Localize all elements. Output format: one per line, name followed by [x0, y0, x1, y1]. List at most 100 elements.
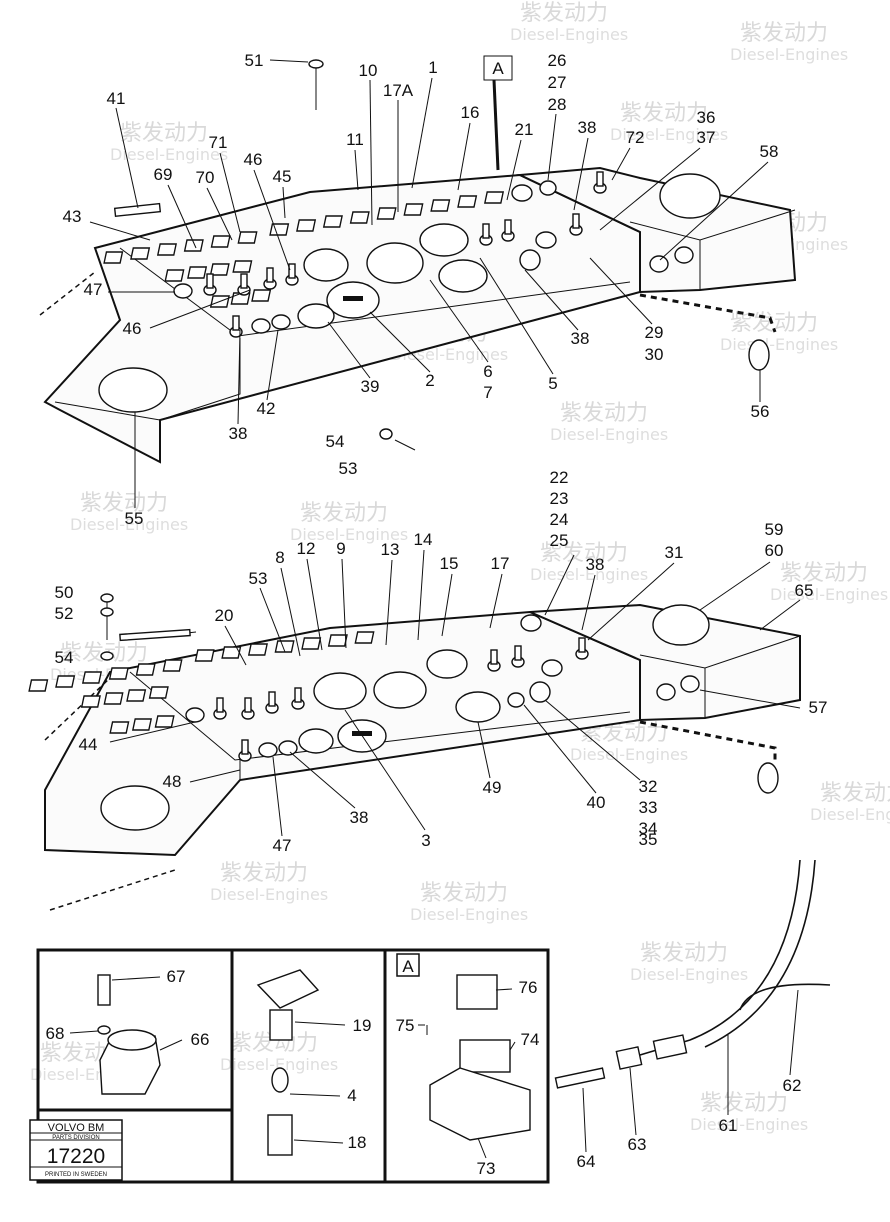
toggle-switch [501, 219, 515, 242]
middle-instrument-panel [28, 593, 801, 911]
watermark-subtext: Diesel-Engines [210, 885, 328, 904]
switch-button [164, 269, 185, 282]
callout-51: 51 [245, 51, 264, 70]
callout-48: 48 [163, 772, 182, 791]
toggle-switch [479, 223, 493, 246]
top-toggle-switches [203, 171, 607, 338]
watermark-subtext: Diesel-Engines [70, 515, 188, 534]
switch-button [210, 235, 231, 248]
callout-45: 45 [273, 167, 292, 186]
switch-button [327, 634, 348, 647]
callouts-bottom-group: 67 68 66 19 4 18 A 76 75 74 73 62 61 63 … [46, 957, 802, 1178]
callout-60: 60 [765, 541, 784, 560]
switch-button [135, 663, 156, 676]
watermark-text: 紫发动力 [300, 501, 388, 526]
callout-32: 32 [639, 777, 658, 796]
callout-37: 37 [697, 128, 716, 147]
switch-button [108, 667, 129, 680]
callout-38-e: 38 [350, 808, 369, 827]
switch-button [430, 199, 451, 212]
switch-button [80, 695, 101, 708]
callout-16: 16 [461, 103, 480, 122]
callout-74: 74 [521, 1030, 540, 1049]
callout-19: 19 [353, 1016, 372, 1035]
switch-button [274, 640, 295, 653]
callout-17: 17 [491, 554, 510, 573]
callout-29: 29 [645, 323, 664, 342]
callout-66: 66 [191, 1030, 210, 1049]
watermark-subtext: Diesel-Engines [550, 425, 668, 444]
watermark-text: 紫发动力 [420, 881, 508, 906]
callout-27: 27 [548, 73, 567, 92]
callout-46-a: 46 [244, 150, 263, 169]
toggle-switch [575, 637, 589, 660]
switch-button [354, 631, 375, 644]
callout-13: 13 [381, 540, 400, 559]
switch-button [251, 289, 272, 302]
watermark-text: 紫发动力 [820, 781, 890, 806]
callout-38-a: 38 [578, 118, 597, 137]
callout-72: 72 [626, 128, 645, 147]
middle-toggle-switches [213, 637, 589, 762]
leader-lines [69, 59, 801, 1159]
middle-switch-row [28, 631, 375, 734]
callout-39: 39 [361, 377, 380, 396]
callout-17a: 17A [383, 81, 414, 100]
callout-26: 26 [548, 51, 567, 70]
callout-69: 69 [154, 165, 173, 184]
callout-41: 41 [107, 89, 126, 108]
watermark-subtext: Diesel-Engines [410, 905, 528, 924]
watermark-subtext: Diesel-Engines [530, 565, 648, 584]
callout-1: 1 [428, 58, 437, 77]
callout-75: 75 [396, 1016, 415, 1035]
callout-24: 24 [550, 510, 569, 529]
watermark-text: 紫发动力 [80, 491, 168, 516]
switch-button [55, 675, 76, 688]
switch-button [187, 266, 208, 279]
switch-button [148, 686, 169, 699]
stamp-printed: PRINTED IN SWEDEN [45, 1172, 107, 1178]
switch-button [183, 239, 204, 252]
switch-button [194, 649, 215, 662]
callout-34: 34 [639, 819, 658, 838]
callout-12: 12 [297, 539, 316, 558]
watermark-text: 紫发动力 [700, 1091, 788, 1116]
callout-53-b: 53 [249, 569, 268, 588]
callout-3: 3 [421, 831, 430, 850]
callout-38-d: 38 [586, 555, 605, 574]
switch-button [269, 223, 290, 236]
callout-53-a: 53 [339, 459, 358, 478]
callout-71: 71 [209, 133, 228, 152]
watermark-subtext: Diesel-Engines [220, 1055, 338, 1074]
callout-49: 49 [483, 778, 502, 797]
switch-button [457, 195, 478, 208]
toggle-switch [238, 739, 252, 762]
volvo-stamp: VOLVO BM PARTS DIVISION 17220 PRINTED IN… [29, 1119, 123, 1181]
callout-52: 52 [55, 604, 74, 623]
switch-button [109, 721, 130, 734]
watermark-text: 紫发动力 [120, 121, 208, 146]
callout-31: 31 [665, 543, 684, 562]
callout-10: 10 [359, 61, 378, 80]
callout-56: 56 [751, 402, 770, 421]
callout-38-c: 38 [229, 424, 248, 443]
callout-22: 22 [550, 468, 569, 487]
switch-button [162, 659, 183, 672]
callout-42: 42 [257, 399, 276, 418]
callout-35: 35 [639, 830, 658, 849]
switch-button [28, 679, 49, 692]
callout-47-a: 47 [84, 280, 103, 299]
toggle-switch [263, 267, 277, 290]
switch-button [81, 671, 103, 684]
watermark-subtext: Diesel-Engines [690, 1115, 808, 1134]
watermark-subtext: Diesel-Engines [810, 805, 890, 824]
callout-38-b: 38 [571, 329, 590, 348]
callout-64: 64 [577, 1152, 596, 1171]
switch-button [103, 692, 124, 705]
callout-20: 20 [215, 606, 234, 625]
callout-21: 21 [515, 120, 534, 139]
watermark-subtext: Diesel-Engines [610, 125, 728, 144]
top-instrument-panel [39, 55, 797, 464]
watermark-text: 紫发动力 [560, 401, 648, 426]
